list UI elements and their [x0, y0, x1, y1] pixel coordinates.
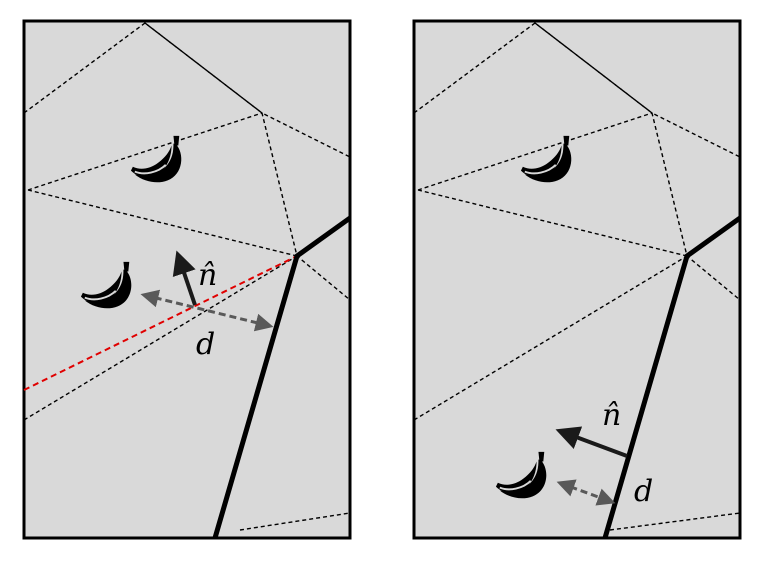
left-cell-edges [23, 22, 351, 531]
right-panel: n̂ d [412, 19, 742, 540]
wall-boundary [602, 215, 742, 539]
normal-label: n̂ [198, 258, 217, 293]
right-panel-frame [412, 19, 742, 540]
normal-arrow [555, 426, 628, 458]
wall-boundary [212, 215, 352, 539]
distance-label: d [634, 474, 653, 509]
left-panel: n̂ d [22, 19, 352, 540]
distance-arrow [556, 479, 616, 506]
distance-label: d [196, 327, 215, 362]
right-cell-edges [413, 22, 741, 531]
normal-label: n̂ [602, 398, 621, 433]
